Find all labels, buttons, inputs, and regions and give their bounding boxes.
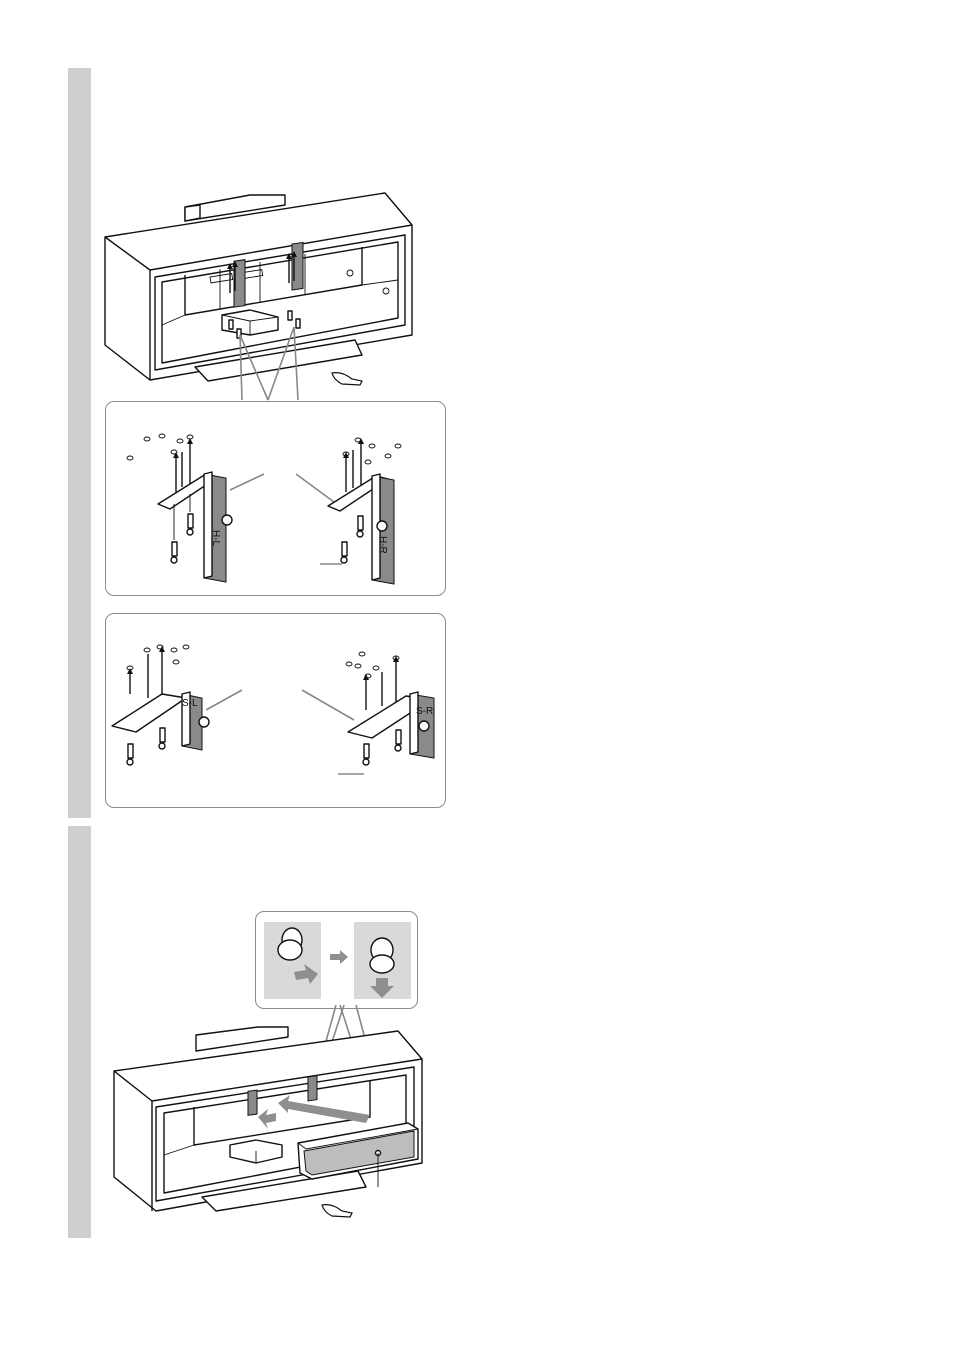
step-2-sidebar (68, 826, 91, 1238)
tv-bracket-figure (100, 185, 430, 400)
bracket-hl-hr-detail: H-L H-R (106, 402, 445, 595)
bracket-label-hr: H-R (377, 536, 388, 554)
callout-peg-slide (255, 911, 418, 1009)
callout-sl-sr: S-L S-R (105, 613, 446, 808)
peg-slide-detail (256, 912, 417, 1008)
hand-pointer-icon (332, 373, 362, 385)
hand-pointer-icon-2 (322, 1205, 352, 1217)
bracket-label-sr: S-R (416, 706, 433, 717)
speaker-mount-figure (108, 1005, 428, 1230)
bracket-label-hl: H-L (210, 530, 221, 547)
bracket-label-sl: S-L (182, 698, 198, 709)
step-1-sidebar (68, 68, 91, 818)
transition-arrow-icon (330, 950, 348, 964)
bracket-sl-sr-detail: S-L S-R (106, 614, 445, 807)
callout-hl-hr: H-L H-R (105, 401, 446, 596)
